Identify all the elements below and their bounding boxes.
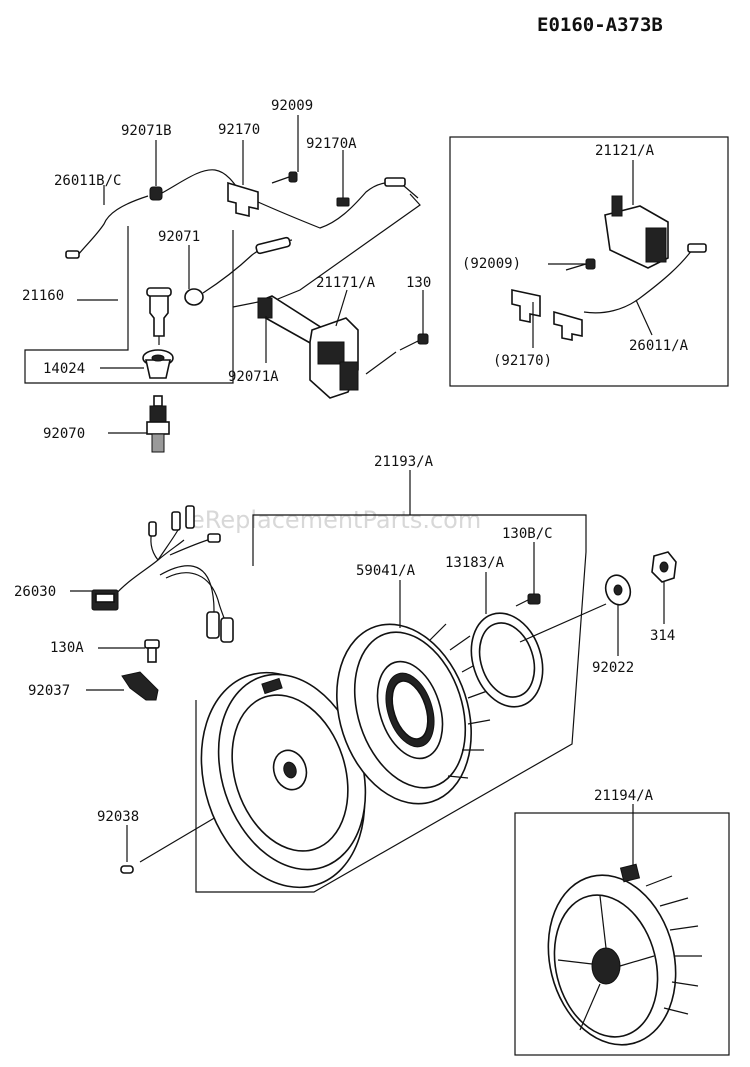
- callout-130: 130: [406, 275, 431, 291]
- harness-26030-branch5: [165, 572, 225, 619]
- callout-21160: 21160: [22, 288, 64, 304]
- diagram-code: E0160-A373B: [537, 14, 663, 36]
- bolt-130bc-shank: [515, 599, 529, 607]
- lead-wire-26011bc: [77, 195, 149, 256]
- nut-314-hole: [659, 561, 669, 573]
- inset-box-switch: [449, 136, 729, 387]
- group-bracket-21160: [24, 226, 234, 384]
- switch-21121a-face: [645, 227, 667, 263]
- callout-92170-inset: (92170): [493, 353, 552, 369]
- clamp-92170-inset-b: [553, 310, 583, 341]
- clamp-92170a: [336, 197, 350, 207]
- rotor-59041a-inner: [391, 680, 429, 740]
- clamp-92170-inset-a: [511, 289, 541, 323]
- coil-lamination: [317, 341, 345, 365]
- callout-14024: 14024: [43, 361, 85, 377]
- callout-92038: 92038: [97, 809, 139, 825]
- callout-21194a: 21194/A: [594, 788, 654, 804]
- callout-92037: 92037: [28, 683, 70, 699]
- harness-term-top: [185, 505, 195, 529]
- screw-92009: [288, 171, 298, 183]
- callout-92022: 92022: [592, 660, 634, 676]
- bolt-130-shank: [399, 339, 421, 351]
- harness-26030-branch1: [157, 529, 179, 561]
- wire-long-diagonal: [267, 193, 421, 304]
- callout-59041a: 59041/A: [356, 563, 416, 579]
- clamp-92170: [227, 181, 259, 218]
- spark-plug-hex: [146, 421, 170, 435]
- bolt-130bc-head: [527, 593, 541, 605]
- flywheel-21194a-spokes: [557, 895, 655, 1031]
- bolt-130a-head: [144, 639, 160, 649]
- leader-21171a: [335, 289, 348, 327]
- wire-26011a: [583, 249, 693, 314]
- flywheel-21194a-hub: [591, 947, 621, 985]
- callout-26011bc: 26011B/C: [54, 173, 121, 189]
- wire-26011a-end: [687, 243, 707, 253]
- harness-plug-a: [206, 611, 220, 639]
- callout-92009-inset: (92009): [462, 256, 521, 272]
- boot-14024-hole: [151, 354, 165, 362]
- grommet-92071b: [149, 186, 163, 201]
- callout-130bc: 130B/C: [502, 526, 553, 542]
- harness-plug-b: [220, 617, 234, 643]
- group-bracket-21193a: [195, 514, 587, 893]
- switch-21121a-tab: [611, 195, 623, 217]
- bolt-130a-shank: [147, 647, 157, 663]
- wire-cap: [255, 236, 291, 255]
- coil-core-end: [257, 297, 273, 319]
- plug-cap-top: [146, 287, 172, 297]
- harness-term-right: [207, 533, 221, 543]
- boot-14024-body: [145, 359, 171, 379]
- key-92038: [120, 865, 134, 874]
- clamp-92037: [121, 671, 159, 701]
- callout-92170: 92170: [218, 122, 260, 138]
- flywheel-21194a-tab: [619, 863, 641, 883]
- screw-92009-shank: [565, 263, 587, 271]
- callout-21121a: 21121/A: [595, 143, 655, 159]
- callout-21193a: 21193/A: [374, 454, 434, 470]
- plug-cap: [149, 292, 169, 337]
- spark-plug-insulator: [149, 405, 167, 423]
- callout-92071b: 92071B: [121, 123, 172, 139]
- flywheel-bore: [283, 761, 297, 779]
- spark-plug-terminal: [153, 395, 163, 407]
- grommet-92071: [184, 288, 204, 306]
- shaft-axis: [519, 603, 607, 643]
- wire-terminal: [65, 250, 80, 259]
- harness-term-mid: [171, 511, 181, 531]
- coil-wire-lower: [232, 301, 259, 308]
- callout-26030: 26030: [14, 584, 56, 600]
- callout-92071a: 92071A: [228, 369, 279, 385]
- wire-connector: [384, 177, 406, 187]
- coil-lamination-lower: [339, 361, 359, 391]
- watermark: eReplacementParts.com: [190, 506, 481, 534]
- leader-26011a: [635, 299, 653, 336]
- callout-13183a: 13183/A: [445, 555, 505, 571]
- wire-long-diagonal-2: [403, 185, 419, 199]
- callout-92071: 92071: [158, 229, 200, 245]
- harness-26030-branch4: [159, 565, 215, 615]
- screw-shank: [271, 176, 290, 184]
- screw-92009-inset: [585, 258, 596, 270]
- callout-92170a: 92170A: [306, 136, 357, 152]
- spark-plug-thread: [151, 433, 165, 453]
- callout-92070: 92070: [43, 426, 85, 442]
- callout-92009: 92009: [271, 98, 313, 114]
- bolt-130-head: [417, 333, 429, 345]
- harness-connector-face: [95, 593, 115, 603]
- bolt-130-lower: [365, 351, 397, 375]
- wire-92170a: [257, 182, 405, 229]
- callout-26011a: 26011/A: [629, 338, 689, 354]
- flywheel-rim-tab: [261, 677, 283, 695]
- flywheel-21194a-fins: [645, 875, 702, 1015]
- harness-term-left: [148, 521, 157, 537]
- callout-21171a: 21171/A: [316, 275, 376, 291]
- washer-92022-hole: [613, 584, 623, 596]
- inset-box-flywheel: [514, 812, 730, 1056]
- callout-130a: 130A: [50, 640, 84, 656]
- callout-314: 314: [650, 628, 675, 644]
